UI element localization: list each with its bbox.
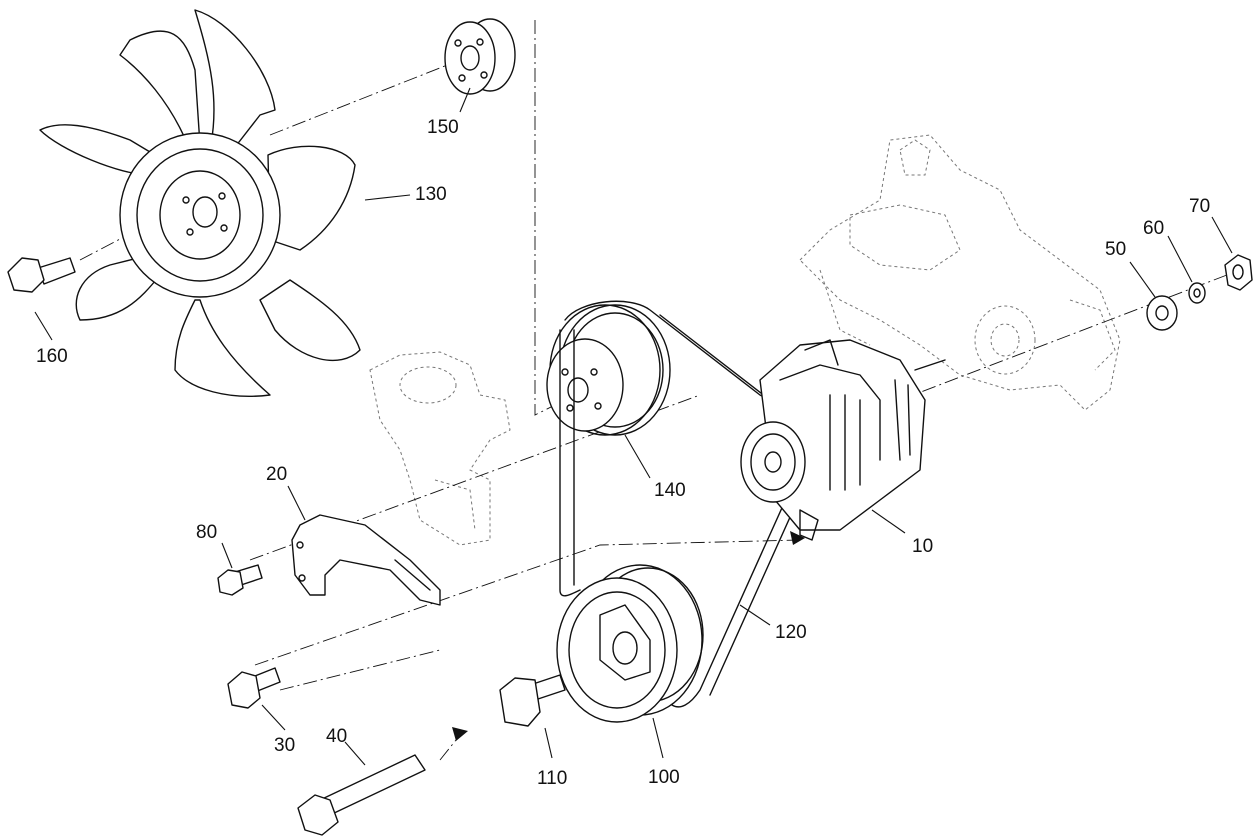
fan-icon bbox=[39, 9, 361, 397]
alternator-icon bbox=[740, 339, 946, 541]
engine-block-phantom bbox=[799, 134, 1121, 411]
label-30: 30 bbox=[274, 735, 295, 756]
label-100: 100 bbox=[648, 767, 680, 788]
arrow-to-alternator-icon bbox=[790, 531, 805, 545]
water-pump-pulley-icon bbox=[546, 304, 671, 436]
bolt-icon bbox=[499, 674, 566, 727]
assembly-arrows bbox=[452, 531, 805, 741]
callout-leaders bbox=[34, 87, 1233, 766]
label-40: 40 bbox=[326, 726, 347, 747]
label-50: 50 bbox=[1105, 239, 1126, 260]
label-10: 10 bbox=[912, 536, 933, 557]
arrow-to-crank-pulley-icon bbox=[452, 727, 468, 741]
bolt-icon bbox=[7, 257, 76, 293]
label-160: 160 bbox=[36, 346, 68, 367]
bolt-icon bbox=[227, 667, 281, 709]
callout-labels: 150 130 160 140 10 20 80 120 30 40 110 1… bbox=[36, 117, 1210, 789]
adjusting-bracket-icon bbox=[291, 514, 441, 606]
label-120: 120 bbox=[775, 622, 807, 643]
label-110: 110 bbox=[537, 768, 567, 789]
spring-washer-icon bbox=[1188, 282, 1206, 304]
label-70: 70 bbox=[1189, 196, 1210, 217]
label-130: 130 bbox=[415, 184, 447, 205]
nut-icon bbox=[1224, 254, 1253, 291]
thermostat-housing-phantom bbox=[369, 351, 511, 546]
spacer-icon bbox=[444, 18, 516, 95]
washer-icon bbox=[1146, 295, 1178, 331]
label-140: 140 bbox=[654, 480, 686, 501]
bolt-icon bbox=[217, 564, 263, 596]
label-150: 150 bbox=[427, 117, 459, 138]
label-80: 80 bbox=[196, 522, 217, 543]
long-bolt-icon bbox=[297, 754, 426, 836]
label-20: 20 bbox=[266, 464, 287, 485]
label-60: 60 bbox=[1143, 218, 1164, 239]
crank-pulley-icon bbox=[556, 564, 704, 723]
